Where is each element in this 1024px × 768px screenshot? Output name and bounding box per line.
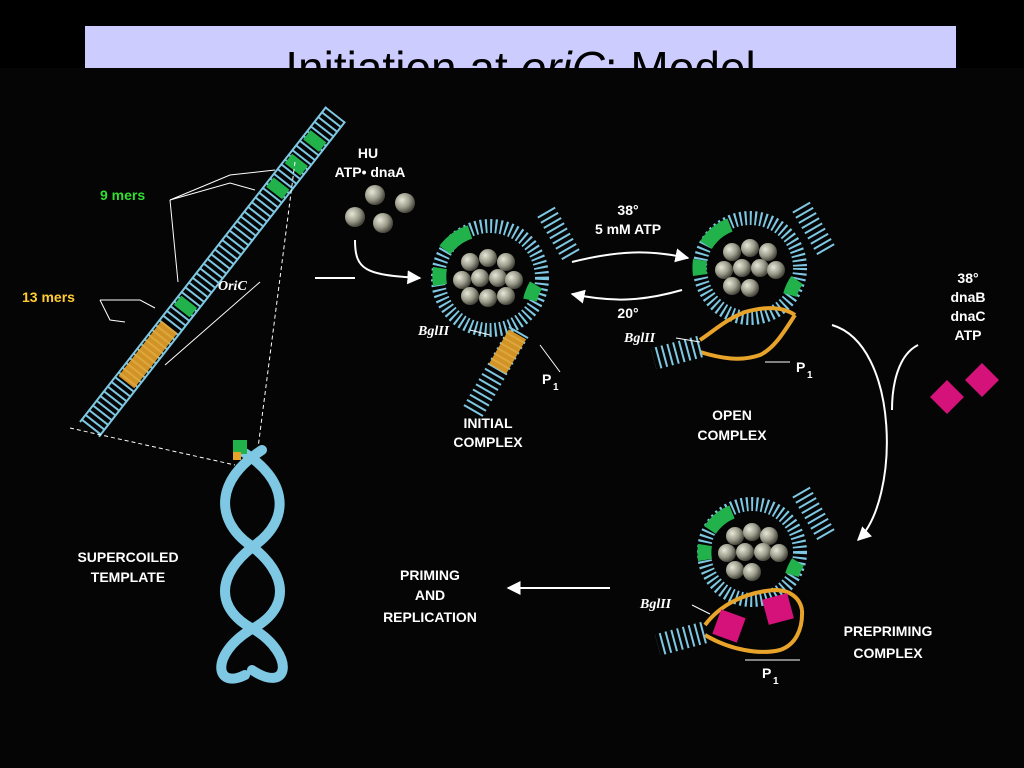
initial-label: INITIAL (464, 415, 513, 431)
bglii-label-open: BglII (623, 331, 656, 346)
forward-arrow (571, 248, 690, 263)
temp-reverse-label: 20° (617, 305, 638, 321)
dnab-proteins (930, 363, 999, 414)
hu-label: HU (358, 145, 378, 161)
initial-complex-label: COMPLEX (453, 434, 523, 450)
supercoil-nine-mer (233, 440, 247, 454)
atp-5mm-label: 5 mM ATP (595, 221, 661, 237)
initial-complex (431, 205, 582, 418)
open-label: OPEN (712, 407, 752, 423)
binding-arrow (354, 239, 422, 285)
open-to-prepriming-arrow (831, 324, 888, 541)
oric-dna-segment (69, 106, 346, 466)
side-atp-label: ATP (955, 327, 982, 343)
prepriming-label: PREPRIMING (844, 623, 933, 639)
thirteen-mers-label: 13 mers (22, 289, 75, 305)
p1-label-initial: P (542, 371, 551, 387)
projection-line (257, 161, 296, 449)
dnaa-core (453, 249, 523, 307)
prepriming-complex-label: COMPLEX (853, 645, 923, 661)
oric-label: OriC (218, 279, 247, 294)
thirteen-mers-pointer (99, 299, 126, 323)
template-label: TEMPLATE (91, 569, 165, 585)
p1-label-open: P (796, 359, 805, 375)
figure-panel (0, 68, 1024, 768)
svg-text:1: 1 (807, 370, 813, 381)
reverse-arrow (570, 289, 683, 304)
thirteen-mer-region (118, 320, 178, 389)
prepriming-complex (654, 485, 837, 661)
nine-mer-box (284, 153, 308, 176)
supercoiled-label: SUPERCOILED (77, 549, 178, 565)
bglii-label-prepriming: BglII (639, 597, 672, 612)
open-complex (650, 200, 837, 370)
svg-text:1: 1 (773, 676, 779, 687)
side-dnab-label: dnaB (951, 289, 986, 305)
dnab-addition-arrow (891, 344, 919, 411)
priming-label: PRIMING (400, 567, 460, 583)
temp-forward-label: 38° (617, 202, 638, 218)
nine-mer-box (303, 130, 327, 152)
side-dnac-label: dnaC (951, 308, 986, 324)
bglii-label-initial: BglII (417, 324, 450, 339)
open-complex-label: COMPLEX (697, 427, 767, 443)
nine-mer-box (173, 295, 198, 318)
side-temp-label: 38° (957, 270, 978, 286)
atp-dnaa-label: ATP• dnaA (335, 164, 406, 180)
and-label: AND (415, 587, 445, 603)
svg-text:1: 1 (553, 382, 559, 393)
dnaa-proteins (345, 185, 415, 233)
supercoiled-template (216, 440, 288, 684)
nine-mers-pointer (169, 182, 256, 201)
nine-mer-box (266, 177, 290, 200)
replication-label: REPLICATION (383, 609, 477, 625)
p1-label-prepriming: P (762, 665, 771, 681)
nine-mers-label: 9 mers (100, 187, 145, 203)
projection-line (69, 427, 236, 466)
